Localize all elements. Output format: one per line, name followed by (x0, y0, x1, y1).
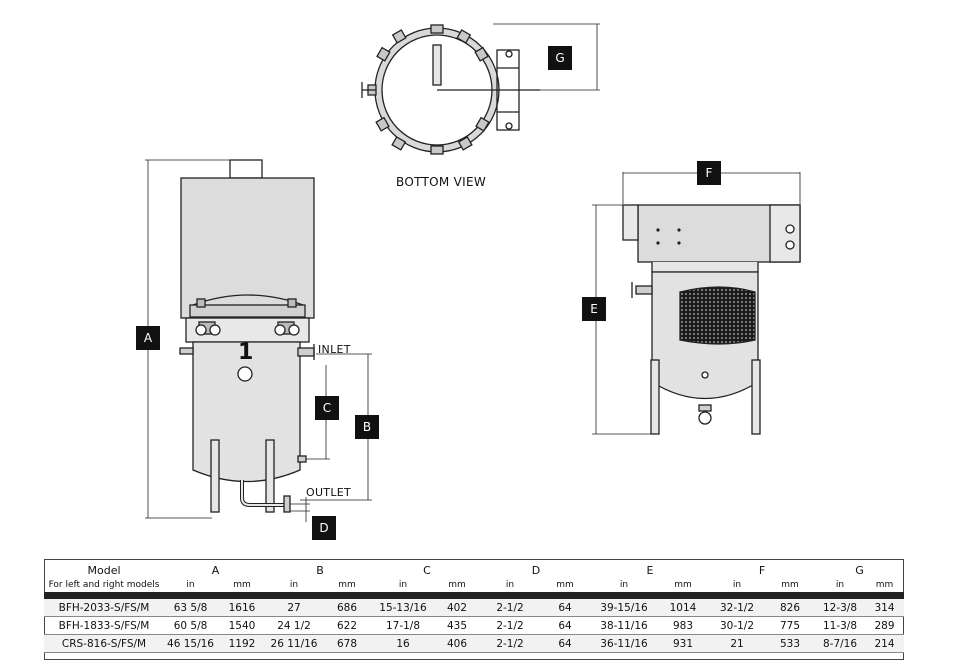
dim-label-g: G (548, 46, 572, 70)
dim-label-e: E (582, 297, 606, 321)
group-header-d: D (531, 563, 541, 577)
unit-number-one: 1 (238, 340, 254, 365)
unit-in: in (505, 580, 515, 590)
cell: 931 (657, 634, 709, 653)
cell: 289 (865, 616, 904, 635)
unit-mm: mm (875, 580, 894, 590)
cell: 60 5/8 (164, 616, 217, 635)
cell: 314 (865, 599, 904, 617)
unit-in: in (289, 580, 299, 590)
cell: 2-1/2 (481, 599, 539, 617)
dim-label-c: C (315, 396, 339, 420)
inlet-label: INLET (318, 343, 351, 356)
model-subheader: For left and right models (48, 580, 160, 590)
cell: 12-3/8 (815, 599, 865, 617)
cell: 402 (433, 599, 481, 617)
cell: 678 (321, 634, 373, 653)
cell: 17-1/8 (373, 616, 433, 635)
cell: 775 (765, 616, 815, 635)
model-cell: BFH-2033-S/FS/M (44, 599, 164, 617)
cell: 63 5/8 (164, 599, 217, 617)
table-body: BFH-2033-S/FS/M 63 5/8 1616 27 686 15-13… (44, 599, 904, 653)
group-header-e: E (646, 563, 654, 577)
unit-mm: mm (338, 580, 356, 590)
unit-mm: mm (448, 580, 466, 590)
table-row: BFH-2033-S/FS/M 63 5/8 1616 27 686 15-13… (44, 599, 904, 617)
cell: 32-1/2 (709, 599, 765, 617)
unit-mm: mm (674, 580, 692, 590)
dim-label-d: D (312, 516, 336, 540)
unit-in: in (619, 580, 629, 590)
front-view (145, 159, 372, 522)
cell: 2-1/2 (481, 616, 539, 635)
cell: 8-7/16 (815, 634, 865, 653)
dim-label-f: F (697, 161, 721, 185)
cell: 64 (539, 616, 591, 635)
technical-drawing (145, 23, 801, 522)
unit-in: in (732, 580, 742, 590)
unit-mm: mm (233, 580, 251, 590)
outlet-label: OUTLET (306, 486, 352, 499)
table-unit-row: For left and right models in mm in mm in mm… (44, 578, 904, 592)
cell: 21 (709, 634, 765, 653)
cell: 214 (865, 634, 904, 653)
group-header-c: C (423, 563, 431, 577)
table-header-row: Model A B C D E F G (44, 562, 904, 578)
side-view (592, 172, 801, 435)
group-header-a: A (211, 563, 220, 577)
spec-table: Model A B C D E F G For left and right m… (44, 562, 904, 653)
cell: 435 (433, 616, 481, 635)
cell: 406 (433, 634, 481, 653)
cell: 36-11/16 (591, 634, 657, 653)
cell: 622 (321, 616, 373, 635)
cell: 46 15/16 (164, 634, 217, 653)
table-row: BFH-1833-S/FS/M 60 5/8 1540 24 1/2 622 1… (44, 616, 904, 635)
model-cell: CRS-816-S/FS/M (44, 634, 164, 653)
dim-label-b: B (355, 415, 379, 439)
cell: 64 (539, 634, 591, 653)
unit-mm: mm (556, 580, 574, 590)
cell: 15-13/16 (373, 599, 433, 617)
dim-label-a: A (136, 326, 160, 350)
group-header-b: B (316, 563, 324, 577)
model-header: Model (87, 563, 121, 577)
group-header-f: F (758, 563, 766, 577)
cell: 1540 (217, 616, 267, 635)
bottom-view-caption: BOTTOM VIEW (396, 175, 487, 189)
unit-in: in (398, 580, 408, 590)
unit-mm: mm (781, 580, 799, 590)
cell: 27 (267, 599, 321, 617)
cell: 30-1/2 (709, 616, 765, 635)
cell: 16 (373, 634, 433, 653)
table-row: CRS-816-S/FS/M 46 15/16 1192 26 11/16 67… (44, 634, 904, 653)
cell: 1014 (657, 599, 709, 617)
unit-in: in (835, 580, 845, 590)
cell: 26 11/16 (267, 634, 321, 653)
cell: 64 (539, 599, 591, 617)
cell: 1616 (217, 599, 267, 617)
cell: 686 (321, 599, 373, 617)
cell: 24 1/2 (267, 616, 321, 635)
cell: 2-1/2 (481, 634, 539, 653)
cell: 1192 (217, 634, 267, 653)
unit-in: in (186, 580, 195, 590)
cell: 983 (657, 616, 709, 635)
bottom-view (361, 23, 600, 155)
cell: 11-3/8 (815, 616, 865, 635)
cell: 826 (765, 599, 815, 617)
model-cell: BFH-1833-S/FS/M (44, 616, 164, 635)
cell: 39-15/16 (591, 599, 657, 617)
group-header-g: G (855, 563, 864, 577)
table-separator (44, 592, 904, 599)
cell: 38-11/16 (591, 616, 657, 635)
cell: 533 (765, 634, 815, 653)
